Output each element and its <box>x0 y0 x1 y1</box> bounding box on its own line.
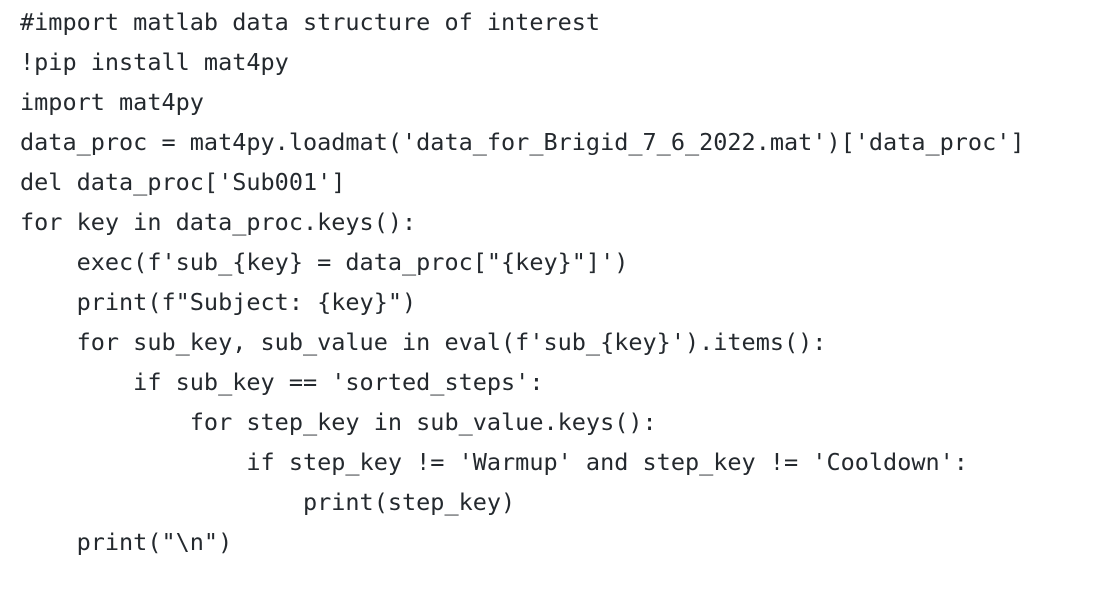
code-line: for step_key in sub_value.keys(): <box>20 408 657 436</box>
code-line: !pip install mat4py <box>20 48 289 76</box>
code-line: print(f"Subject: {key}") <box>20 288 417 316</box>
code-line: if step_key != 'Warmup' and step_key != … <box>20 448 968 476</box>
code-line: data_proc = mat4py.loadmat('data_for_Bri… <box>20 128 1025 156</box>
code-line: #import matlab data structure of interes… <box>20 8 601 36</box>
code-line: import mat4py <box>20 88 204 116</box>
code-line: del data_proc['Sub001'] <box>20 168 346 196</box>
code-line: if sub_key == 'sorted_steps': <box>20 368 544 396</box>
code-line: exec(f'sub_{key} = data_proc["{key}"]') <box>20 248 629 276</box>
code-line: print("\n") <box>20 528 233 556</box>
code-line: for key in data_proc.keys(): <box>20 208 417 236</box>
code-line: print(step_key) <box>20 488 516 516</box>
code-line: for sub_key, sub_value in eval(f'sub_{ke… <box>20 328 827 356</box>
